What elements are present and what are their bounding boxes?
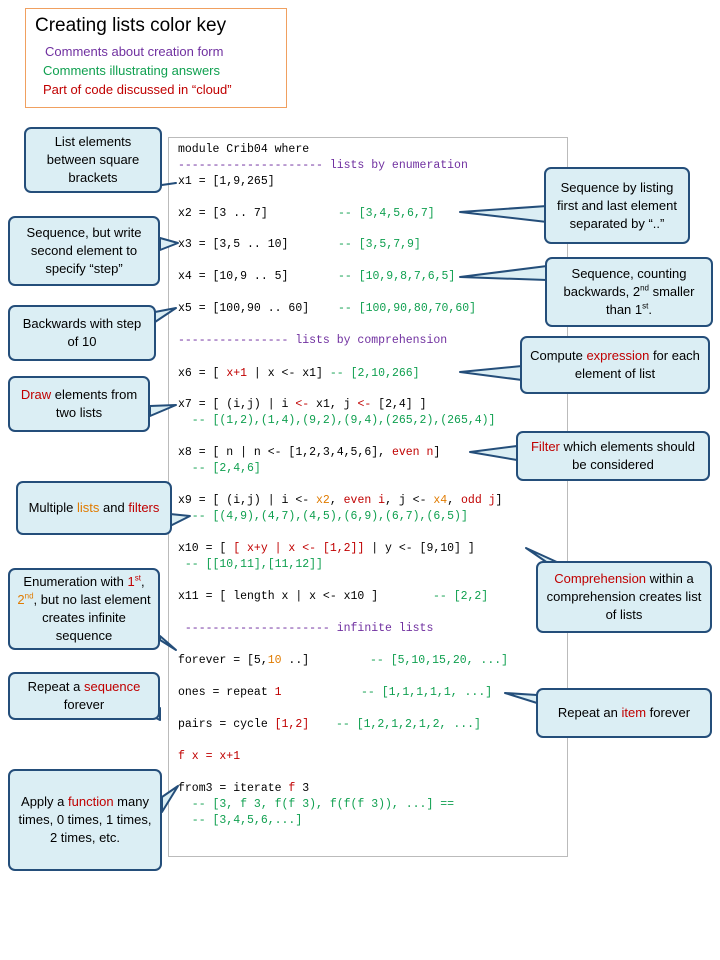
callout-repeat-sequence: Repeat a sequence forever xyxy=(8,672,160,720)
pointer-seq-first-last xyxy=(459,205,548,223)
header-enumeration: --------------------- lists by enumerati… xyxy=(178,159,468,172)
comment-x4: -- [10,9,8,7,6,5] xyxy=(338,270,456,283)
comment-x3: -- [3,5,7,9] xyxy=(338,238,421,251)
comment-from3-2: -- [3,4,5,6,...] xyxy=(178,814,303,827)
code-x10: x10 = [ [ x+y | x <- [1,2]] | y <- [9,10… xyxy=(178,542,475,555)
comment-x5: -- [100,90,80,70,60] xyxy=(338,302,477,315)
key-answers: Comments illustrating answers xyxy=(43,63,221,78)
code-x8: x8 = [ n | n <- [1,2,3,4,5,6], even n] xyxy=(178,446,441,459)
callout-filter: Filter which elements should be consider… xyxy=(516,431,710,481)
code-x1: x1 = [1,9,265] xyxy=(178,175,275,188)
callout-seq-back: Sequence, counting backwards, 2nd smalle… xyxy=(545,257,713,327)
comment-ones: -- [1,1,1,1,1, ...] xyxy=(361,686,493,699)
code-x5: x5 = [100,90 .. 60] xyxy=(178,302,310,315)
comment-pairs: -- [1,2,1,2,1,2, ...] xyxy=(336,718,481,731)
pointer-draw xyxy=(149,404,177,417)
callout-seq-first-last: Sequence by listing first and last eleme… xyxy=(544,167,690,244)
callout-compute: Compute expression for each element of l… xyxy=(520,336,710,394)
pointer-seq-back xyxy=(459,265,548,281)
comment-x9: -- [(4,9),(4,7),(4,5),(6,9),(6,7),(6,5)] xyxy=(178,510,468,523)
code-x4: x4 = [10,9 .. 5] xyxy=(178,270,289,283)
key-creation: Comments about creation form xyxy=(45,44,224,59)
color-key: Creating lists color key Comments about … xyxy=(25,8,287,108)
header-infinite: --------------------- infinite lists xyxy=(178,622,434,635)
callout-list-elements: List elements between square brackets xyxy=(24,127,162,193)
callout-function: Apply a function many times, 0 times, 1 … xyxy=(8,769,162,871)
code-x6: x6 = [ x+1 | x <- x1] -- [2,10,266] xyxy=(178,367,420,380)
comment-x10: -- [[10,11],[11,12]] xyxy=(178,558,323,571)
pointer-filter xyxy=(469,445,518,461)
key-cloud: Part of code discussed in “cloud” xyxy=(43,82,232,97)
key-title: Creating lists color key xyxy=(35,15,227,36)
code-x2: x2 = [3 .. 7] xyxy=(178,207,268,220)
pointer-func xyxy=(161,785,179,813)
pointer-enum xyxy=(159,635,177,651)
code-ones: ones = repeat 1 xyxy=(178,686,282,699)
code-x3: x3 = [3,5 .. 10] xyxy=(178,238,289,251)
pointer-repeat-item xyxy=(504,692,538,704)
callout-repeat-item: Repeat an item forever xyxy=(536,688,712,738)
pointer-seq-step xyxy=(159,237,179,251)
comment-x8: -- [2,4,6] xyxy=(178,462,261,475)
callout-seq-step: Sequence, but write second element to sp… xyxy=(8,216,160,286)
header-comprehension: ---------------- lists by comprehension xyxy=(178,334,448,347)
code-fx: f x = x+1 xyxy=(178,750,241,763)
callout-multi: Multiple lists and filters xyxy=(16,481,172,535)
comment-x11: -- [2,2] xyxy=(433,590,489,603)
code-x7: x7 = [ (i,j) | i <- x1, j <- [2,4] ] xyxy=(178,398,427,411)
callout-comprehension: Comprehension within a comprehension cre… xyxy=(536,561,712,633)
callout-backwards: Backwards with step of 10 xyxy=(8,305,156,361)
callout-draw: Draw elements from two lists xyxy=(8,376,150,432)
pointer-backwards xyxy=(154,307,177,323)
comment-forever: -- [5,10,15,20, ...] xyxy=(370,654,509,667)
callout-enumeration: Enumeration with 1st, 2nd, but no last e… xyxy=(8,568,160,650)
code-x9: x9 = [ (i,j) | i <- x2, even i, j <- x4,… xyxy=(178,494,503,507)
comment-x2: -- [3,4,5,6,7] xyxy=(338,207,435,220)
pointer-multi xyxy=(169,513,191,527)
code-x11: x11 = [ length x | x <- x10 ] xyxy=(178,590,379,603)
comment-x7: -- [(1,2),(1,4),(9,2),(9,4),(265,2),(265… xyxy=(178,414,496,427)
comment-from3-1: -- [3, f 3, f(f 3), f(f(f 3)), ...] == xyxy=(178,798,455,811)
code-from3: from3 = iterate f 3 xyxy=(178,782,310,795)
pointer-compute xyxy=(459,365,523,381)
code-module: module Crib04 where xyxy=(178,143,310,156)
code-pairs: pairs = cycle [1,2] xyxy=(178,718,310,731)
code-forever: forever = [5,10 ..] xyxy=(178,654,310,667)
